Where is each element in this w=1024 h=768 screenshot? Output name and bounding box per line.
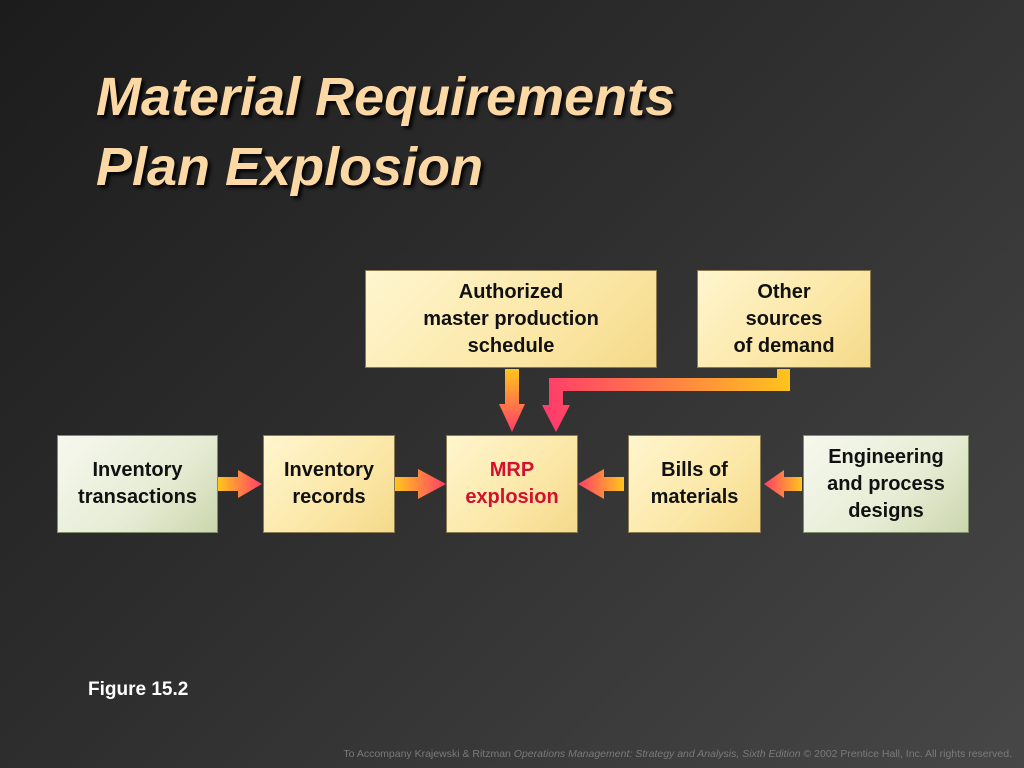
- mrp-explosion-box: MRP explosion: [446, 435, 578, 533]
- arrow-bills-to-mrp: [578, 469, 624, 499]
- footer-suffix: © 2002 Prentice Hall, Inc. All rights re…: [800, 748, 1012, 760]
- authorized-master-production-schedule-box: Authorized master production schedule: [365, 270, 657, 368]
- box-line: Authorized: [458, 280, 564, 303]
- inventory-transactions-box: Inventory transactions: [57, 435, 218, 533]
- arrow-engineering-to-bills: [764, 470, 802, 498]
- inventory-records-box: Inventory records: [263, 435, 395, 533]
- box-line: transactions: [78, 486, 197, 508]
- bills-of-materials-box: Bills of materials: [628, 435, 761, 533]
- box-line: of demand: [733, 334, 835, 357]
- box-line: Bills of: [661, 459, 728, 481]
- engineering-and-process-designs-box: Engineering and process designs: [803, 435, 969, 533]
- other-sources-of-demand-box: Other sources of demand: [697, 270, 871, 368]
- slide-title-line-1: Material Requirements: [96, 67, 676, 127]
- box-line: Other: [757, 280, 811, 303]
- box-line: and process: [827, 472, 945, 495]
- arrow-transactions-to-records: [218, 470, 262, 498]
- box-line: records: [292, 486, 366, 508]
- slide-title: Material Requirements Plan Explosion: [96, 62, 675, 202]
- box-line: Engineering: [828, 445, 944, 468]
- footer-prefix: To Accompany Krajewski & Ritzman: [343, 748, 514, 760]
- box-line: MRP: [489, 459, 535, 481]
- figure-label: Figure 15.2: [88, 679, 189, 700]
- box-line: sources: [745, 307, 823, 330]
- copyright-footer: To Accompany Krajewski & Ritzman Operati…: [0, 748, 1012, 760]
- arrow-demand-to-mrp: [542, 369, 790, 432]
- box-line: explosion: [465, 486, 559, 508]
- footer-book-title: Operations Management: Strategy and Anal…: [513, 748, 801, 760]
- box-line: Inventory: [92, 459, 183, 481]
- arrow-mps-to-mrp: [499, 369, 525, 432]
- box-line: master production: [423, 307, 599, 330]
- box-line: designs: [848, 499, 924, 522]
- box-line: materials: [650, 486, 739, 508]
- slide-title-line-2: Plan Explosion: [96, 137, 484, 197]
- arrow-records-to-mrp: [395, 469, 446, 499]
- box-line: schedule: [467, 334, 555, 357]
- box-line: Inventory: [283, 459, 375, 481]
